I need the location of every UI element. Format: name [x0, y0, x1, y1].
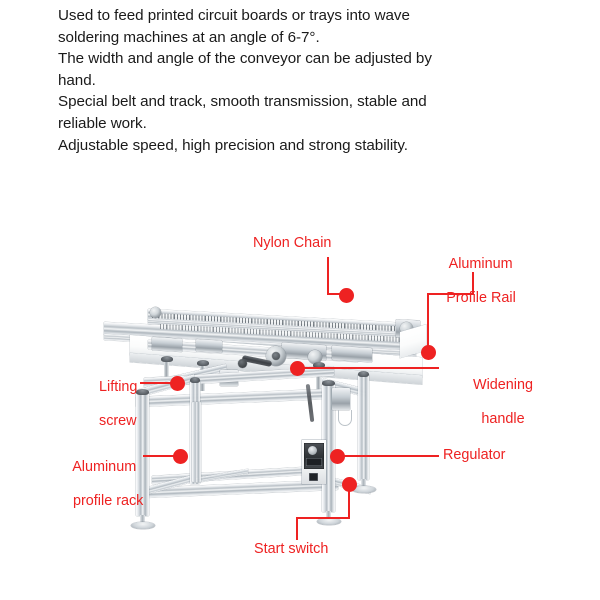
description-line-2: soldering machines at an angle of 6-7°.	[58, 28, 320, 46]
callout-leader-nylon-chain-horizontal	[327, 293, 346, 295]
description-line-4: hand.	[58, 71, 96, 89]
callout-label-start-switch: Start switch	[254, 541, 329, 557]
callout-leader-nylon-chain-vertical	[327, 257, 329, 295]
callout-leader-start-switch-horizontal	[296, 517, 350, 519]
description-text-block: Used to feed printed circuit boards or t…	[58, 5, 568, 156]
callout-label-lifting-screw-line2: screw	[99, 413, 137, 429]
frame-inner-post	[192, 402, 201, 482]
lifting-screw-far-right	[316, 365, 321, 395]
leg-back-right-cap	[358, 371, 369, 377]
callout-leader-start-switch-vertical-lower	[296, 517, 298, 540]
callout-leader-apr-vertical-bottom	[427, 293, 429, 351]
callout-dot-widening-handle	[289, 360, 305, 376]
lifting-screw-far-right-cap	[313, 362, 325, 368]
callout-leader-start-switch-vertical-upper	[348, 484, 350, 519]
leg-front-left-foot-stem	[140, 515, 145, 524]
deck-pulley	[308, 350, 322, 364]
widening-handle-knob-end	[238, 359, 247, 368]
callout-label-aluminum-profile-rack-line2: profile rack	[73, 493, 144, 509]
callout-label-widening-handle: Widening handle	[440, 360, 550, 445]
lifting-screw-right-cap	[197, 360, 209, 366]
description-line-6: reliable work.	[58, 114, 147, 132]
callout-label-aluminum-profile-rack-line1: Aluminum	[72, 459, 137, 475]
callout-label-widening-handle-line1: Widening	[473, 377, 533, 393]
callout-label-regulator: Regulator	[443, 447, 506, 463]
callout-dot-nylon-chain	[338, 287, 354, 303]
callout-dot-regulator	[329, 448, 345, 464]
leg-front-left	[136, 393, 149, 516]
motor-cable-loop	[338, 410, 352, 426]
callout-leader-aluminum-profile-rack	[143, 455, 179, 457]
lifting-screw-left	[164, 359, 169, 389]
leg-back-left-cap	[190, 377, 200, 383]
callout-dot-aluminum-profile-rail	[420, 344, 436, 360]
callout-leader-lifting-screw	[140, 382, 176, 384]
description-line-3: The width and angle of the conveyor can …	[58, 50, 432, 68]
callout-leader-regulator	[339, 455, 439, 457]
description-line-5: Special belt and track, smooth transmiss…	[58, 93, 427, 111]
callout-label-lifting-screw-line1: Lifting	[99, 379, 138, 395]
leg-front-left-cap	[136, 389, 149, 395]
conveyor-machine-illustration	[100, 292, 430, 567]
drive-motor-block	[332, 388, 350, 410]
deck-bearing-block-left	[152, 337, 182, 352]
callout-dot-lifting-screw	[169, 375, 185, 391]
leg-back-right	[358, 374, 369, 480]
callout-label-aluminum-profile-rack: Aluminum profile rack	[57, 442, 177, 527]
callout-label-nylon-chain: Nylon Chain	[253, 235, 332, 251]
deck-bearing-block-far-right	[332, 345, 372, 363]
start-switch-button[interactable]	[309, 473, 318, 481]
leg-front-right-foot-stem	[326, 511, 331, 520]
callout-dot-aluminum-profile-rack	[172, 448, 188, 464]
description-line-1: Used to feed printed circuit boards or t…	[58, 7, 410, 24]
leg-back-right-foot-stem	[361, 479, 366, 488]
callout-label-aluminum-profile-rail: Aluminum Profile Rail	[418, 239, 528, 324]
deck-bearing-block-mid	[196, 339, 222, 353]
callout-label-lifting-screw: Lifting screw	[83, 362, 173, 447]
callout-leader-apr-vertical-top	[472, 272, 474, 294]
callout-leader-apr-horizontal	[427, 293, 474, 295]
widening-handwheel-hub	[272, 352, 280, 360]
leg-back-right-foot	[352, 486, 376, 493]
callout-label-aluminum-profile-rail-line1: Aluminum	[448, 256, 513, 272]
panel-display-strip	[306, 458, 322, 466]
back-rail-end-sprocket	[150, 307, 161, 318]
callout-leader-widening-handle	[299, 367, 439, 369]
leg-front-left-foot	[131, 522, 155, 529]
regulator-dial[interactable]	[308, 446, 317, 455]
lifting-screw-left-cap	[161, 356, 173, 362]
description-line-7: Adjustable speed, high precision and str…	[58, 136, 408, 154]
callout-label-widening-handle-line2: handle	[481, 411, 525, 427]
leg-front-right-cap	[322, 380, 335, 386]
leg-front-right-foot	[317, 518, 341, 525]
